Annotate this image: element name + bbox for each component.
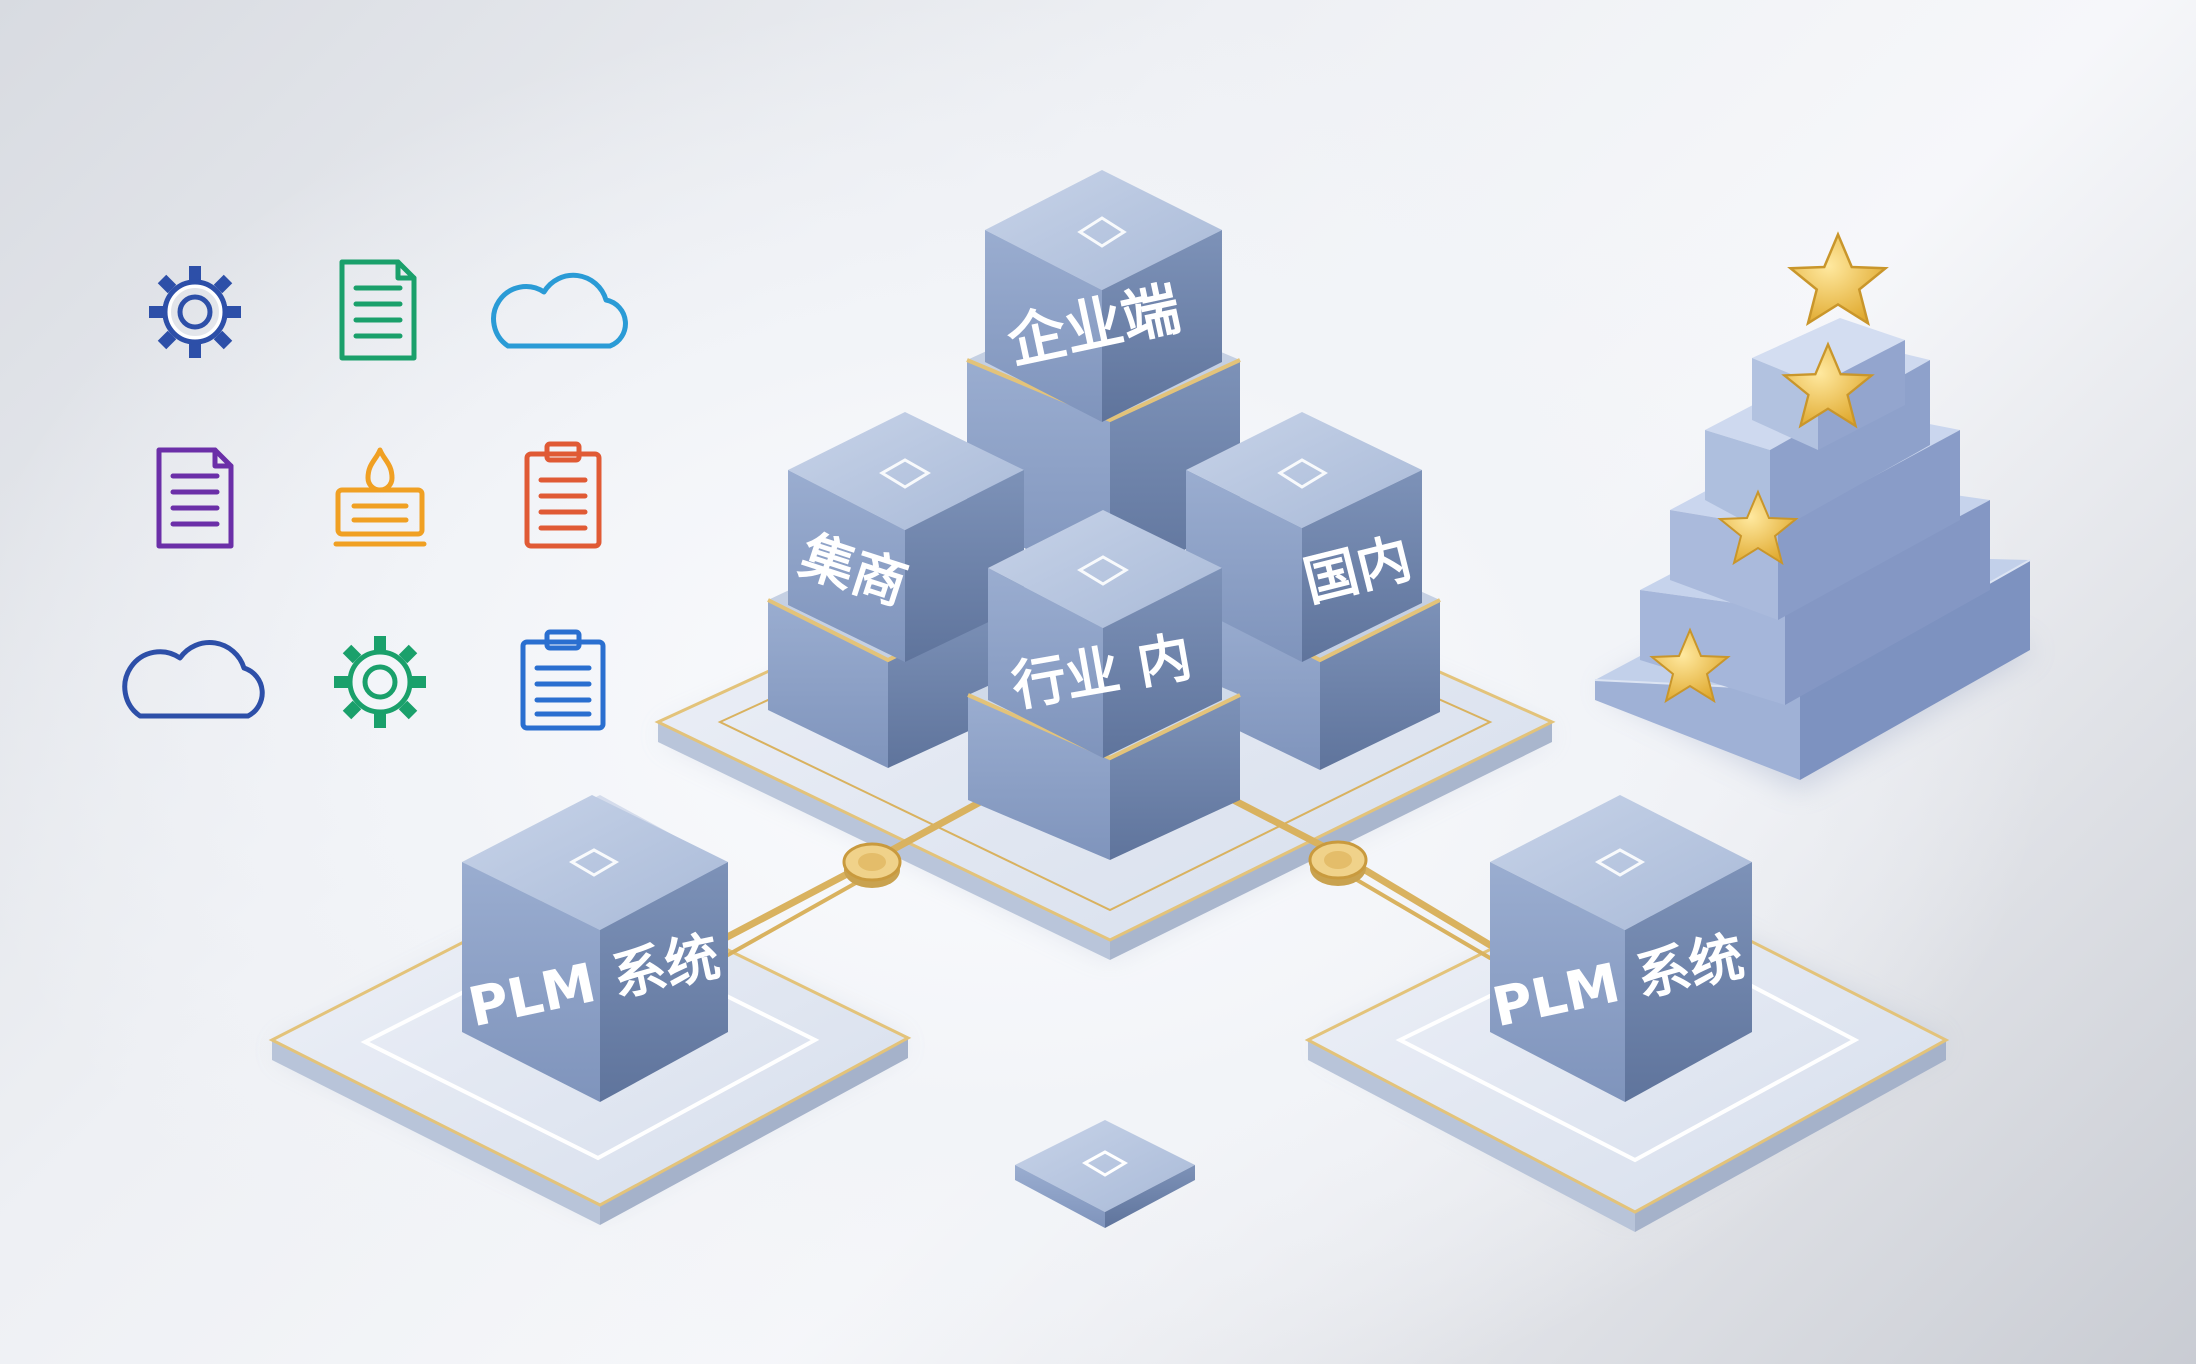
gear-icon: [334, 636, 426, 728]
stamp-icon: [333, 447, 427, 547]
cloud-icon: [491, 272, 628, 349]
star-icon: [1787, 231, 1889, 326]
star-icon: [1649, 627, 1731, 704]
clipboard-icon: [524, 441, 602, 549]
block-plm-left: PLM 系统: [462, 795, 728, 1102]
star-icon: [1781, 341, 1875, 429]
block-industry: 行业 内: [967, 510, 1241, 860]
block-domestic: 国内: [1186, 412, 1441, 770]
connector-node-left: [842, 842, 902, 888]
block-plm-right: PLM 系统: [1487, 795, 1752, 1102]
gear-icon: [149, 266, 241, 358]
star-icons: [1649, 231, 1889, 704]
small-tile: [1015, 1120, 1195, 1228]
icon-grid: [122, 259, 628, 731]
document-icon: [156, 447, 234, 549]
document-icon: [339, 259, 417, 361]
connector-node-right: [1308, 840, 1368, 886]
cloud-icon: [122, 640, 265, 719]
star-icon: [1717, 489, 1799, 566]
clipboard-icon: [520, 629, 606, 731]
